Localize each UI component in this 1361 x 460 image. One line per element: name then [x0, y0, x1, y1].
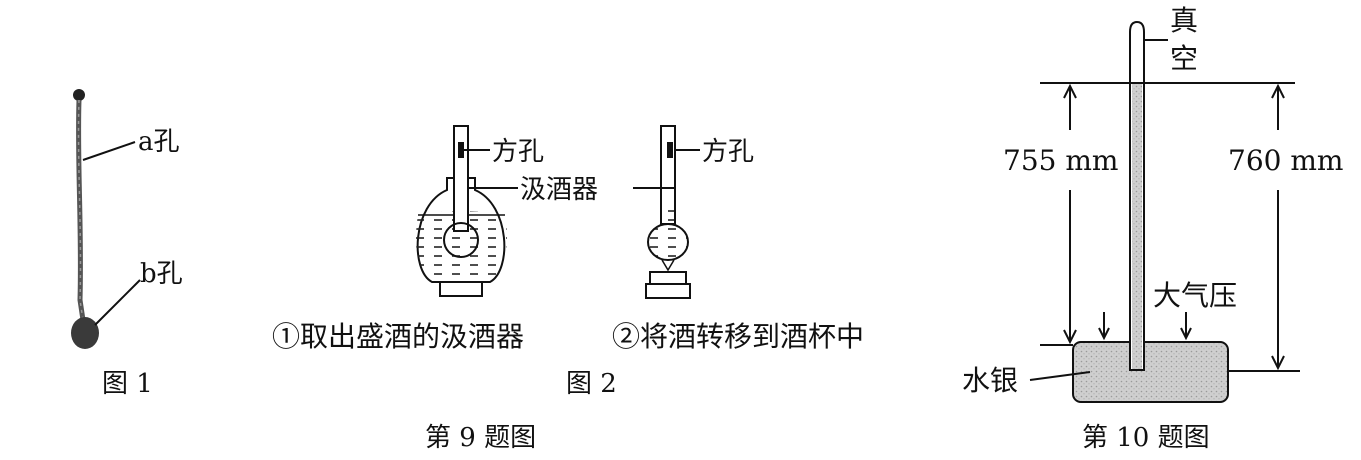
label-vacuum-1: 真: [1170, 4, 1198, 37]
label-square-hole-left: 方孔: [492, 137, 544, 167]
label-760mm: 760 mm: [1228, 144, 1343, 177]
fig10-caption: 第 10 题图: [1082, 423, 1210, 453]
mercury-trough: [1072, 341, 1229, 403]
dipper-bulb-right: [647, 223, 689, 261]
barometer: [1029, 20, 1300, 403]
a-hole-knob: [73, 89, 85, 101]
label-vacuum-2: 空: [1170, 42, 1198, 75]
b-hole-bulb: [71, 317, 99, 349]
mercury-column: [1132, 83, 1142, 369]
fig2-caption: 图 2: [566, 369, 617, 399]
fig1-caption: 图 1: [102, 369, 153, 399]
stick-shaft: [76, 99, 86, 321]
fig9-caption: 第 9 题图: [425, 423, 536, 453]
step1-caption: ①取出盛酒的汲酒器: [272, 320, 524, 353]
label-dipper: 汲酒器: [520, 175, 598, 205]
a-leader: [82, 141, 136, 161]
label-atm-pressure: 大气压: [1153, 279, 1237, 312]
square-hole-left: [458, 142, 464, 158]
label-b-hole: b孔: [140, 259, 183, 289]
label-755mm: 755 mm: [1003, 144, 1118, 177]
fig2-flask-assembly: [415, 125, 518, 297]
fig2-cup-assembly: [633, 125, 700, 299]
fig1-dipper-stick: [71, 89, 141, 349]
label-mercury: 水银: [962, 364, 1018, 397]
label-a-hole: a孔: [138, 127, 180, 157]
dipper-bulb-left: [443, 222, 479, 258]
step2-caption: ②将酒转移到酒杯中: [612, 320, 864, 353]
square-hole-right: [667, 142, 673, 158]
b-leader: [94, 279, 141, 326]
label-square-hole-right: 方孔: [702, 137, 754, 167]
